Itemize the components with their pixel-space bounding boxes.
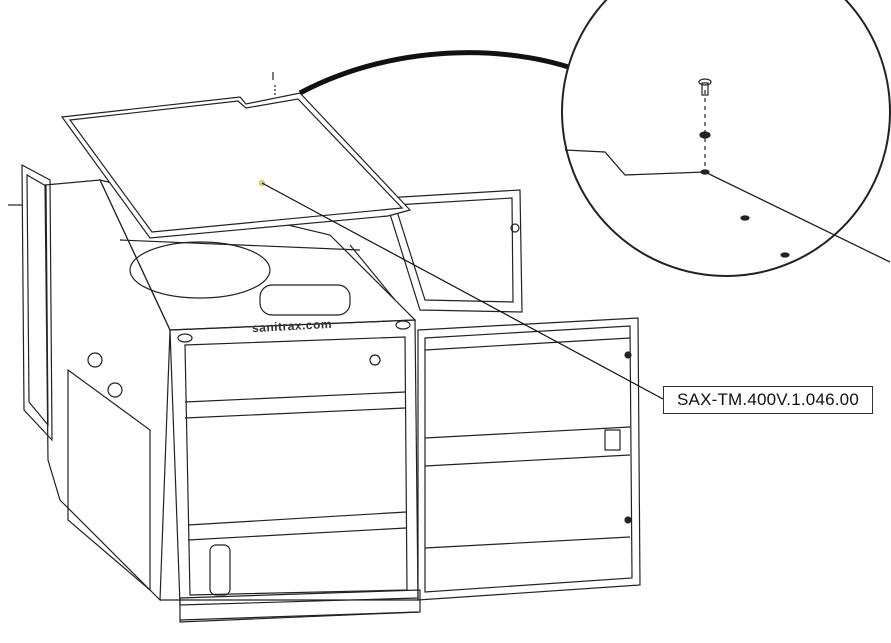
container-body — [44, 179, 421, 623]
part-number-label: SAX-TM.400V.1.046.00 — [663, 386, 873, 414]
detail-magnifier — [561, 0, 891, 277]
right-door-open — [417, 317, 641, 601]
leader-line — [261, 182, 664, 400]
back-frame — [384, 189, 523, 313]
top-cover-panel — [60, 72, 412, 239]
detail-connector-arc — [298, 50, 591, 96]
